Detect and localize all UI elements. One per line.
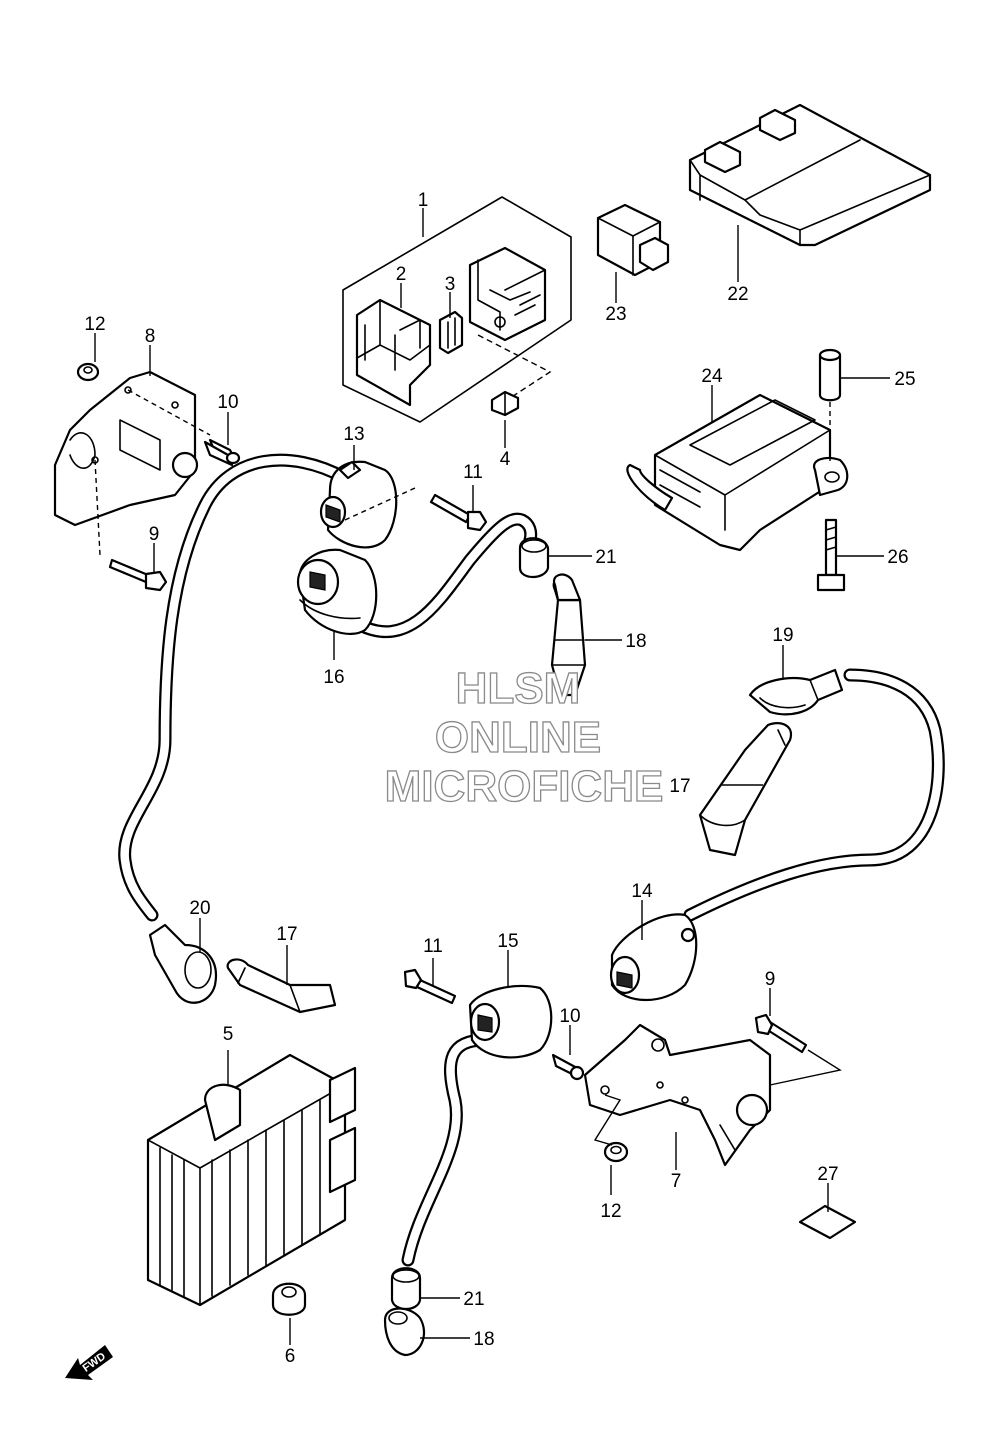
callout-12-lower: 12 — [600, 1201, 621, 1222]
watermark: HLSM ONLINE MICROFICHE — [384, 663, 664, 811]
bolt-part-4[interactable] — [490, 390, 520, 417]
callout-17-left: 17 — [276, 924, 297, 945]
starter-relay-part-2[interactable] — [355, 298, 432, 407]
watermark-line-3: MICROFICHE — [385, 762, 664, 811]
callout-22: 22 — [727, 284, 748, 305]
callout-9-lower: 9 — [765, 969, 776, 990]
cable-coil-15 — [401, 1033, 492, 1267]
fuse-box-part-24[interactable] — [626, 393, 849, 552]
callout-23: 23 — [605, 304, 626, 325]
bracket-part-8[interactable] — [53, 370, 199, 527]
callout-13: 13 — [343, 424, 364, 445]
callout-15: 15 — [497, 931, 518, 952]
boot-part-21-upper[interactable] — [518, 537, 550, 579]
callout-24: 24 — [701, 366, 723, 387]
regulator-part-5[interactable] — [146, 1053, 357, 1307]
callout-20: 20 — [189, 898, 210, 919]
watermark-line-2: ONLINE — [435, 713, 601, 762]
callout-5: 5 — [223, 1024, 234, 1045]
callout-7: 7 — [671, 1171, 682, 1192]
boot-part-21-lower[interactable] — [390, 1267, 422, 1311]
cable-coil-16 — [353, 512, 538, 639]
relay-holder — [468, 246, 547, 342]
callout-10-lower: 10 — [559, 1006, 580, 1027]
pad-part-27[interactable] — [798, 1204, 857, 1240]
plug-cap-part-17-right[interactable] — [698, 722, 793, 857]
bolt-part-9-upper[interactable] — [108, 558, 168, 592]
callout-8: 8 — [145, 326, 156, 347]
relay-part-23[interactable] — [596, 203, 670, 277]
callout-25: 25 — [894, 369, 915, 390]
spacer-part-25[interactable] — [818, 348, 842, 402]
callout-18-lower: 18 — [473, 1329, 494, 1350]
nut-part-12-lower[interactable] — [603, 1141, 629, 1163]
callout-3: 3 — [445, 274, 456, 295]
callout-labels: 1 2 3 4 5 6 7 8 9 9 10 10 11 11 12 12 13… — [84, 190, 915, 1367]
callout-11-lower: 11 — [423, 936, 443, 957]
plug-cap-part-17-left[interactable] — [226, 958, 337, 1014]
fuse-part-3[interactable] — [438, 310, 464, 355]
bolt-part-11-lower[interactable] — [403, 968, 457, 1005]
callout-6: 6 — [285, 1346, 296, 1367]
callout-12-upper: 12 — [84, 314, 105, 335]
bolt-part-26[interactable] — [816, 518, 846, 592]
nut-part-12-upper[interactable] — [76, 362, 100, 382]
ignition-coil-part-16[interactable] — [296, 548, 378, 635]
callout-14: 14 — [631, 881, 653, 902]
bolt-part-11-upper[interactable] — [429, 493, 488, 532]
fwd-arrow-icon: FWD — [65, 1345, 113, 1380]
ignition-coil-part-13[interactable] — [319, 460, 398, 549]
callout-9-upper: 9 — [149, 524, 160, 545]
callout-19: 19 — [772, 625, 793, 646]
callout-10-upper: 10 — [217, 392, 238, 413]
nut-part-6[interactable] — [271, 1282, 307, 1316]
spacer-part-10-lower[interactable] — [551, 1053, 585, 1081]
callout-17-center: 17 — [669, 776, 690, 797]
cap-part-18-upper[interactable] — [552, 573, 582, 602]
relay-assembly-outline — [342, 196, 572, 423]
callout-11-upper: 11 — [463, 462, 483, 483]
leader-lines — [94, 208, 890, 1345]
cable-long-left — [118, 453, 352, 922]
elbow-cap-part-20[interactable] — [148, 923, 218, 1004]
callout-27: 27 — [817, 1164, 838, 1185]
callout-21-lower: 21 — [463, 1289, 484, 1310]
cap-part-18-lower[interactable] — [383, 1307, 426, 1357]
ignition-coil-part-15[interactable] — [468, 984, 553, 1059]
ecm-part-22[interactable] — [688, 103, 932, 247]
callout-16: 16 — [323, 667, 344, 688]
cable-coil-14 — [683, 668, 945, 922]
callout-1: 1 — [418, 190, 429, 211]
elbow-cap-part-19[interactable] — [748, 668, 844, 716]
callout-18-upper: 18 — [625, 631, 646, 652]
bracket-part-7[interactable] — [583, 1023, 772, 1167]
watermark-line-1: HLSM — [456, 664, 581, 713]
spacer-part-10-upper[interactable] — [203, 438, 241, 467]
bolt-part-9-lower[interactable] — [754, 1013, 808, 1054]
callout-21-upper: 21 — [595, 547, 616, 568]
callout-4: 4 — [500, 449, 511, 470]
callout-2: 2 — [396, 264, 407, 285]
ignition-coil-part-14[interactable] — [609, 913, 698, 1002]
callout-26: 26 — [887, 547, 908, 568]
